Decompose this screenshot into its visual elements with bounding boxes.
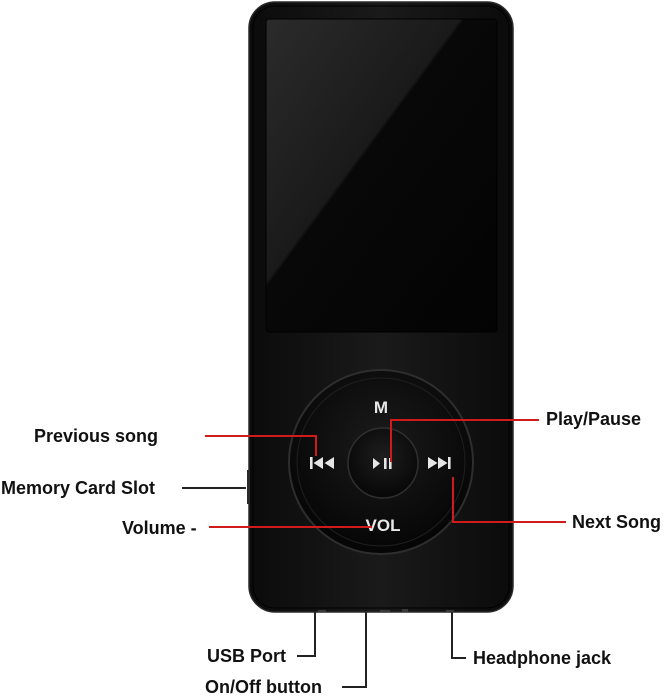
label-on-off-button: On/Off button xyxy=(205,677,322,697)
play-pause-line xyxy=(390,419,539,462)
on-off-button-line xyxy=(342,612,367,688)
label-volume: Volume - xyxy=(122,518,197,538)
volume-button-label: VOL xyxy=(366,516,401,535)
label-next-song: Next Song xyxy=(572,512,662,532)
play-pause-icon xyxy=(373,458,392,469)
player-screen xyxy=(265,18,498,333)
label-usb-port: USB Port xyxy=(207,646,287,666)
next-song-line xyxy=(452,477,566,523)
label-memory-card-slot: Memory Card Slot xyxy=(1,478,156,498)
skip-previous-icon xyxy=(310,457,334,469)
callout-lines-red xyxy=(205,419,566,528)
label-play-pause: Play/Pause xyxy=(546,409,642,429)
center-play-pause-button[interactable] xyxy=(347,427,419,499)
memory-card-slot-mark xyxy=(247,470,250,504)
label-headphone-jack: Headphone jack xyxy=(473,648,612,668)
headphone-jack-line xyxy=(451,612,466,659)
control-wheel-rim xyxy=(296,377,466,547)
mode-button-label: M xyxy=(374,398,388,417)
callout-lines-dark xyxy=(182,487,466,688)
player-body-edge xyxy=(252,5,510,609)
previous-song-line xyxy=(205,435,317,456)
usb-port-line xyxy=(297,612,316,657)
skip-next-icon xyxy=(428,457,451,469)
label-previous-song: Previous song xyxy=(34,426,159,446)
bottom-port-marks xyxy=(318,609,454,612)
